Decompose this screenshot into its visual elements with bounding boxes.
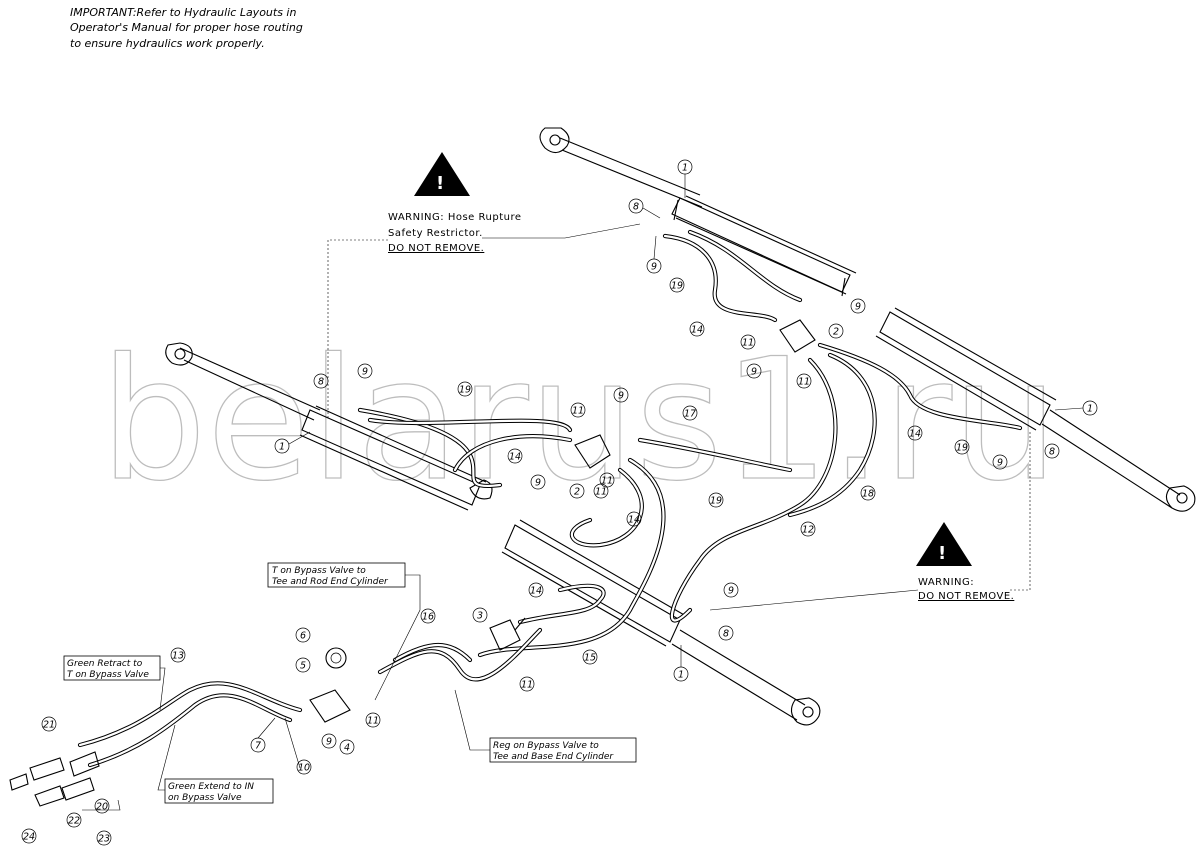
important-note-line-3: to ensure hydraulics work properly. (70, 37, 265, 50)
callout: 14 (530, 586, 542, 597)
callout: 3 (477, 611, 483, 622)
warning-top-line-2: Safety Restrictor. (388, 228, 483, 239)
callout: 11 (572, 406, 584, 417)
callout: 7 (255, 741, 261, 752)
callout: 20 (96, 802, 108, 813)
callout: 11 (742, 338, 754, 349)
cylinder-right (875, 307, 1196, 512)
important-note-line-2: Operator's Manual for proper hose routin… (70, 21, 303, 34)
hose-label-2-line-2: T on Bypass Valve (67, 670, 149, 680)
callout: 21 (43, 720, 55, 731)
callout: 9 (751, 367, 757, 378)
callout: 8 (723, 629, 729, 640)
hose-network (77, 229, 1023, 768)
callout: 14 (628, 515, 640, 526)
hose-label-green-extend: Green Extend to IN on Bypass Valve (157, 724, 274, 804)
callout: 22 (68, 816, 80, 827)
callout: 6 (300, 631, 306, 642)
callout: 4 (344, 743, 350, 754)
warning-top-line-1: WARNING: Hose Rupture (388, 212, 522, 223)
callout: 9 (326, 737, 332, 748)
hose-label-3-line-1: Green Extend to IN (168, 782, 254, 792)
callout: 9 (651, 262, 657, 273)
callout: 19 (956, 443, 968, 454)
cylinder-top (539, 127, 857, 297)
callouts: 1 8 9 19 14 2 11 9 11 1 8 9 19 14 11 11 … (21, 159, 1098, 846)
warning-right-line-2: DO NOT REMOVE. (918, 591, 1014, 602)
warning-right-line-1: WARNING: (918, 577, 974, 588)
warning-sign-right: ! WARNING: DO NOT REMOVE. (709, 430, 1031, 611)
callout: 19 (710, 496, 722, 507)
callout: 16 (422, 612, 434, 623)
callout: 9 (618, 391, 624, 402)
hose-label-2-line-1: Green Retract to (67, 659, 143, 669)
hose-label-4-line-2: Tee and Base End Cylinder (493, 752, 614, 762)
callout: 1 (678, 670, 684, 681)
hose-label-t-bypass-rod: T on Bypass Valve to Tee and Rod End Cyl… (267, 562, 421, 701)
callout: 9 (535, 478, 541, 489)
watermark: belarus1.ru (100, 322, 1059, 518)
callout: 13 (172, 651, 184, 662)
hose-label-reg-bypass-base: Reg on Bypass Valve to Tee and Base End … (454, 689, 637, 763)
callout: 12 (802, 525, 814, 536)
svg-text:!: ! (436, 173, 444, 194)
callout: 11 (367, 716, 379, 727)
callout: 1 (279, 442, 285, 453)
callout: 1 (1087, 404, 1093, 415)
callout: 8 (633, 202, 639, 213)
callout: 19 (671, 281, 683, 292)
callout: 14 (909, 429, 921, 440)
callout: 15 (584, 653, 596, 664)
callout: 9 (855, 302, 861, 313)
important-note-line-1: IMPORTANT:Refer to Hydraulic Layouts in (70, 6, 296, 19)
hose-label-4-line-1: Reg on Bypass Valve to (493, 741, 599, 751)
callout: 19 (459, 385, 471, 396)
callout: 10 (298, 763, 310, 774)
callout: 11 (798, 377, 810, 388)
callout: 9 (997, 458, 1003, 469)
callout: 11 (595, 487, 607, 498)
important-note: IMPORTANT:Refer to Hydraulic Layouts in … (70, 6, 303, 50)
callout: 8 (318, 377, 324, 388)
callout: 11 (521, 680, 533, 691)
callout: 5 (300, 661, 306, 672)
callout: 24 (23, 832, 35, 843)
callout: 2 (574, 487, 580, 498)
hose-label-green-retract: Green Retract to T on Bypass Valve (63, 655, 166, 711)
callout: 14 (691, 325, 703, 336)
hose-label-1-line-2: Tee and Rod End Cylinder (272, 577, 389, 587)
callout: 1 (682, 163, 688, 174)
hose-label-3-line-2: on Bypass Valve (168, 793, 242, 803)
callout: 9 (362, 367, 368, 378)
callout: 14 (509, 452, 521, 463)
svg-text:!: ! (938, 543, 946, 564)
callout: 18 (862, 489, 874, 500)
warning-sign-top: ! WARNING: Hose Rupture Safety Restricto… (327, 152, 641, 420)
callout: 2 (833, 327, 839, 338)
callout: 17 (684, 409, 696, 420)
valve-blocks (9, 319, 816, 807)
callout: 8 (1049, 447, 1055, 458)
cylinder-bottom (501, 519, 821, 726)
hose-label-1-line-1: T on Bypass Valve to (272, 566, 366, 576)
callout: 23 (98, 834, 110, 845)
callout-leaders (82, 174, 1084, 811)
callout: 9 (728, 586, 734, 597)
callout: 11 (601, 476, 613, 487)
warning-top-line-3: DO NOT REMOVE. (388, 243, 484, 254)
